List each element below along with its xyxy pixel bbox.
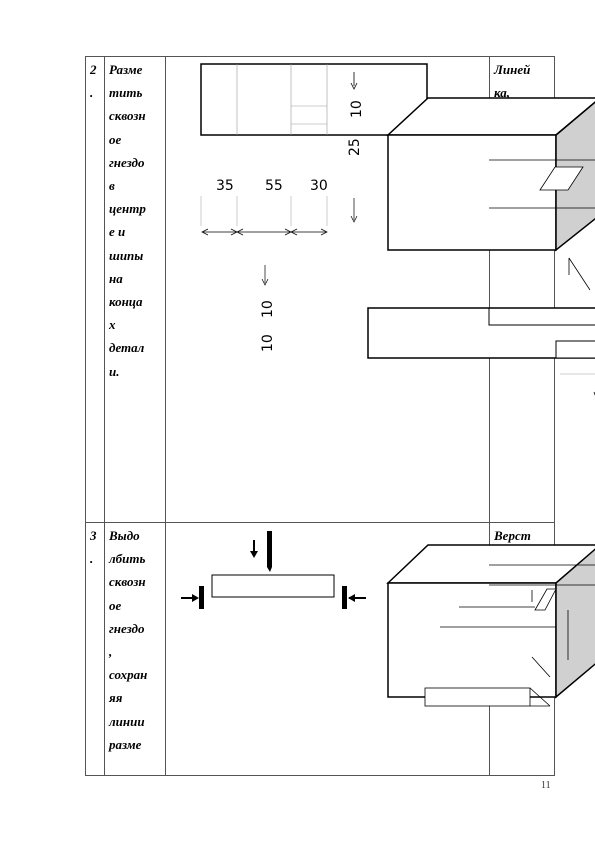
- table-row-divider: [85, 522, 555, 523]
- step-description: Разме тить сквозн ое гнездо в центр е и …: [109, 62, 146, 379]
- table-border-top: [85, 56, 555, 57]
- dimension-label: 10: [260, 300, 276, 318]
- dimension-label: 30: [310, 178, 328, 194]
- table-border-left: [85, 56, 86, 775]
- table-column-divider-2: [165, 56, 166, 775]
- dimension-label: 55: [265, 178, 283, 194]
- step-description: Выдо лбить сквозн ое гнездо , сохран яя …: [109, 528, 148, 752]
- table-border-bottom: [85, 775, 555, 776]
- dimension-label: 10: [260, 334, 276, 352]
- dimension-label: 25: [347, 138, 363, 156]
- workpiece-3d-drawing: [367, 97, 595, 396]
- table-column-divider-3: [489, 56, 490, 775]
- workbench-3d-drawing: [386, 544, 595, 707]
- row-number: 2 .: [90, 62, 97, 101]
- dimension-label: 10: [349, 100, 365, 118]
- chiseling-drawing: [181, 531, 366, 609]
- dimension-label: 35: [216, 178, 234, 194]
- page-number: 11: [541, 780, 551, 791]
- table-border-right: [554, 56, 555, 775]
- table-column-divider-1: [104, 56, 105, 775]
- row-number: 3 .: [90, 528, 97, 567]
